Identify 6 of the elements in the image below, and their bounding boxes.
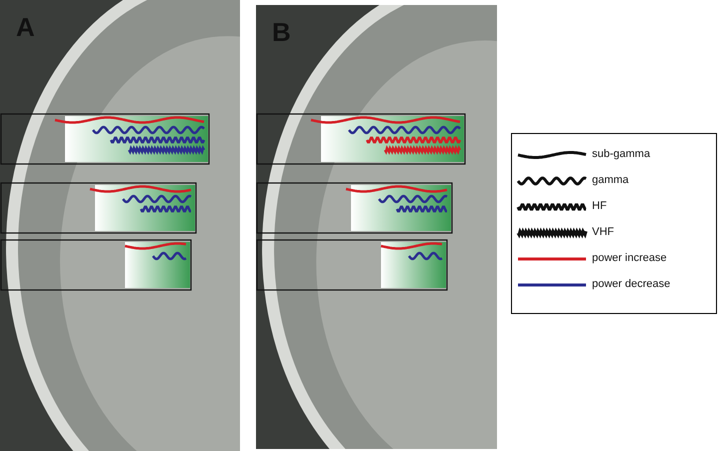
legend-text: sub-gamma (592, 148, 650, 160)
legend-text: power decrease (592, 278, 670, 290)
legend-text: HF (592, 200, 607, 212)
legend-text: gamma (592, 174, 629, 186)
legend-text: VHF (592, 226, 614, 238)
legend-text: power increase (592, 252, 667, 264)
